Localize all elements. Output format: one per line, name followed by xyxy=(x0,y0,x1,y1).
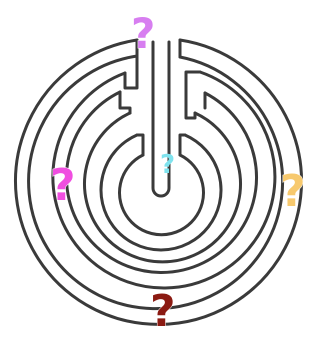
question-mark-right: ? xyxy=(280,166,306,217)
question-mark-bottom: ? xyxy=(150,286,176,337)
question-mark-left: ? xyxy=(50,160,76,211)
question-mark-top: ? xyxy=(131,9,155,58)
question-mark-center: ? xyxy=(160,150,175,180)
